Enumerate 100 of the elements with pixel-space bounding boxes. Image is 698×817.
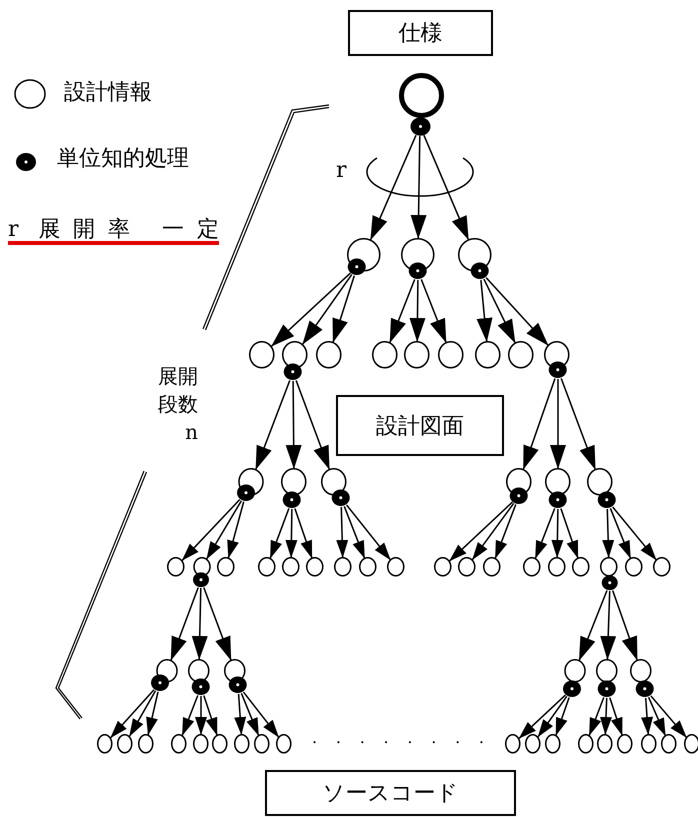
circle-node bbox=[548, 557, 566, 577]
circle-with-dot bbox=[281, 468, 307, 509]
circle-node bbox=[212, 734, 228, 754]
circle-with-dot bbox=[188, 659, 210, 696]
arrow bbox=[650, 695, 688, 738]
text-box: 仕様 bbox=[348, 10, 493, 56]
circle-node bbox=[578, 734, 594, 754]
circle-node bbox=[525, 734, 541, 754]
arrow bbox=[170, 587, 199, 662]
arrow bbox=[600, 590, 616, 660]
circle-with-dot bbox=[282, 341, 308, 381]
arrow bbox=[448, 502, 513, 562]
arrow bbox=[486, 277, 550, 346]
arrow bbox=[641, 698, 654, 736]
circle-node bbox=[625, 557, 643, 577]
circle-with-dot bbox=[458, 238, 492, 280]
arrow bbox=[600, 698, 612, 736]
arrow bbox=[602, 508, 614, 558]
circle-node bbox=[276, 734, 292, 754]
circle-node bbox=[193, 734, 209, 754]
rate-label: r bbox=[336, 158, 347, 184]
circle-node bbox=[438, 341, 464, 369]
legend-label: 設計情報 bbox=[64, 80, 152, 106]
circle-node bbox=[254, 734, 270, 754]
arrow bbox=[192, 588, 208, 660]
circle-node bbox=[508, 341, 534, 369]
arrow bbox=[555, 697, 570, 736]
arrow bbox=[146, 692, 159, 736]
circle-node bbox=[249, 341, 275, 369]
arrow bbox=[203, 587, 232, 662]
circle-with-dot bbox=[544, 341, 570, 379]
arrow bbox=[423, 134, 470, 241]
arrow bbox=[648, 696, 666, 736]
circle-with-dot bbox=[630, 659, 654, 698]
arrow bbox=[242, 692, 280, 738]
circle-with-dot bbox=[506, 468, 532, 505]
arrow bbox=[483, 278, 516, 344]
arrow bbox=[472, 502, 514, 561]
circle-node bbox=[372, 341, 398, 369]
arrow bbox=[286, 381, 302, 469]
circle-node bbox=[653, 557, 671, 577]
circle-with-dot bbox=[224, 659, 247, 694]
arrow bbox=[110, 689, 155, 739]
arrow bbox=[560, 378, 596, 470]
circle-with-dot bbox=[347, 238, 381, 276]
circle-with-dot bbox=[563, 659, 586, 698]
circle-node bbox=[404, 341, 430, 369]
circle-node bbox=[505, 734, 521, 754]
circle-with-dot bbox=[151, 659, 178, 692]
circle-node bbox=[387, 557, 405, 577]
circle-node bbox=[434, 557, 452, 577]
arrow bbox=[227, 502, 244, 559]
circle-node bbox=[334, 557, 352, 577]
rate-note: r 展開率 一定 bbox=[8, 218, 219, 246]
arrow bbox=[128, 690, 156, 738]
circle-with-dot bbox=[193, 557, 211, 588]
arrow bbox=[550, 379, 566, 469]
circle-with-dot bbox=[401, 238, 435, 280]
circle-node bbox=[117, 734, 133, 754]
arrow bbox=[344, 506, 366, 560]
arrow bbox=[346, 504, 392, 561]
ellipsis-dots: . . . . . . . . bbox=[312, 728, 484, 748]
arrow bbox=[234, 694, 246, 736]
arrow bbox=[610, 508, 632, 560]
arrow bbox=[560, 508, 579, 559]
arrow bbox=[588, 697, 604, 736]
arrow bbox=[522, 378, 556, 470]
arrow bbox=[476, 280, 492, 342]
arrow bbox=[285, 508, 298, 558]
circle-node bbox=[597, 734, 613, 754]
circle-node bbox=[523, 557, 541, 577]
arrow bbox=[612, 506, 658, 561]
text-box: 設計図面 bbox=[336, 395, 504, 456]
arrow bbox=[494, 504, 516, 559]
arrow bbox=[270, 272, 351, 348]
depth-label: 展開段数 n bbox=[157, 363, 198, 446]
circle-node bbox=[167, 557, 185, 577]
circle-node bbox=[545, 734, 561, 754]
arrow bbox=[269, 508, 290, 559]
arrow bbox=[332, 275, 356, 343]
circle-node bbox=[458, 557, 476, 577]
legend-label: 単位知的処理 bbox=[57, 146, 189, 172]
arrow bbox=[206, 500, 242, 560]
circle-node bbox=[475, 341, 501, 369]
circle-node bbox=[483, 557, 501, 577]
arrow bbox=[420, 279, 447, 344]
arrow bbox=[410, 136, 427, 240]
arrow bbox=[336, 506, 348, 558]
arrow bbox=[203, 695, 218, 736]
circle-node bbox=[306, 557, 324, 577]
arrow bbox=[389, 279, 416, 344]
circle-node bbox=[138, 734, 154, 754]
circle-node bbox=[661, 734, 677, 754]
arrow bbox=[534, 508, 556, 560]
arrow bbox=[240, 693, 260, 736]
circle-with-dot bbox=[237, 468, 264, 502]
arrow bbox=[578, 590, 608, 662]
circle-with-dot bbox=[321, 468, 350, 507]
arrow bbox=[537, 696, 568, 738]
arrow bbox=[295, 380, 330, 470]
